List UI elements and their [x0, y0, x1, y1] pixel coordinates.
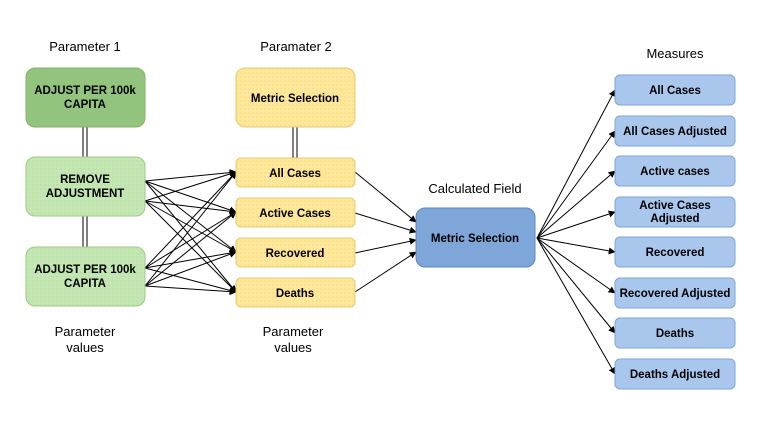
measure-label: All Cases Adjusted [623, 126, 727, 138]
measure-label: Recovered [646, 247, 705, 259]
parameter2-top-box-label: Metric Selection [251, 93, 339, 105]
measures-title: Measures [646, 46, 704, 61]
measure-label: Active cases [640, 166, 710, 178]
parameter2-option-label: Deaths [276, 288, 314, 300]
param1-to-param2-arrow [144, 171, 237, 287]
param1-to-param2-arrow [144, 180, 237, 293]
param2-to-calculated-arrow [354, 171, 417, 223]
calculated-to-measure-arrow [536, 237, 616, 375]
parameter1-top-box [25, 67, 146, 128]
parameter2-option-label: Recovered [266, 248, 325, 260]
measure-deaths [614, 317, 736, 349]
connectors [82, 89, 616, 375]
measure-label: Adjusted [650, 213, 699, 225]
calculated-to-measure-arrow [536, 237, 616, 255]
measure-label: All Cases [649, 85, 701, 97]
calculated-to-measure-arrow [536, 130, 616, 239]
parameter1-option2-line1: ADJUST PER 100k [34, 264, 136, 276]
param1-to-param2-arrow [144, 200, 237, 253]
param1-to-param2-arrow [144, 180, 237, 214]
parameter2-option-all-cases [235, 157, 356, 188]
measure-recovered-adjusted [614, 277, 736, 309]
measure-all-cases-adjusted [614, 115, 736, 147]
parameter1-option1-line2: ADJUSTMENT [46, 188, 125, 200]
param1-to-param2-arrow [144, 171, 237, 269]
calculated-field-title: Calculated Field [428, 181, 521, 196]
calculated-to-measure-arrow [536, 237, 616, 294]
param2-to-calculated-arrow [354, 212, 417, 234]
measure-label: Deaths Adjusted [630, 369, 720, 381]
parameter2-title: Paramater 2 [260, 39, 332, 54]
measure-label: Deaths [656, 328, 694, 340]
parameter1-option1-line1: REMOVE [60, 174, 110, 186]
calculated-to-measure-arrow [536, 89, 616, 239]
calculated-field-box-label: Metric Selection [431, 233, 519, 245]
parameter2-option-label: Active Cases [259, 208, 331, 220]
calculated-to-measure-arrow [536, 170, 616, 239]
param2-to-calculated-arrow [354, 251, 417, 293]
param1-to-param2-arrow [144, 211, 237, 287]
param1-to-param2-arrow [144, 250, 237, 287]
parameter1-footer-line1: Parameter [55, 324, 116, 339]
param1-to-param2-arrow [144, 200, 237, 215]
parameter1-title: Parameter 1 [49, 39, 121, 54]
parameter1-top-box-line1: ADJUST PER 100k [34, 85, 136, 97]
parameter1-option-adjust-per-capita [25, 246, 146, 307]
parameter2-footer-line1: Parameter [263, 324, 324, 339]
measure-recovered [614, 236, 736, 268]
measure-active-cases [614, 155, 736, 187]
parameter1-option-remove-adjustment [25, 156, 146, 217]
calculated-to-measure-arrow [536, 237, 616, 334]
parameter2-option-label: All Cases [269, 168, 321, 180]
parameter1-footer-line2: values [66, 340, 104, 355]
parameter2-option-active-cases [235, 197, 356, 228]
measure-label: Active Cases [639, 200, 711, 212]
param1-to-param2-arrow [144, 267, 237, 294]
param1-to-param2-arrow [144, 249, 237, 269]
param1-to-param2-arrow [144, 169, 237, 182]
calculated-to-measure-arrow [536, 210, 616, 239]
parameter1-top-box-line2: CAPITA [64, 99, 106, 111]
param1-to-param2-arrow [144, 285, 237, 296]
parameter1-option2-line2: CAPITA [64, 278, 106, 290]
parameter2-top-box [235, 67, 356, 128]
parameter2-option-recovered [235, 237, 356, 268]
param1-to-param2-arrow [144, 200, 237, 293]
param2-to-calculated-arrow [354, 237, 417, 254]
measure-label: Recovered Adjusted [620, 288, 731, 300]
parameter2-footer-line2: values [274, 340, 312, 355]
param1-to-param2-arrow [144, 211, 237, 269]
measure-all-cases [614, 74, 736, 106]
param1-to-param2-arrow [144, 170, 237, 202]
measure-active-cases-adjusted [614, 196, 736, 228]
param1-to-param2-arrow [144, 180, 237, 253]
calculated-field-box [415, 207, 536, 268]
measure-deaths-adjusted [614, 358, 736, 390]
parameter2-option-deaths [235, 277, 356, 308]
